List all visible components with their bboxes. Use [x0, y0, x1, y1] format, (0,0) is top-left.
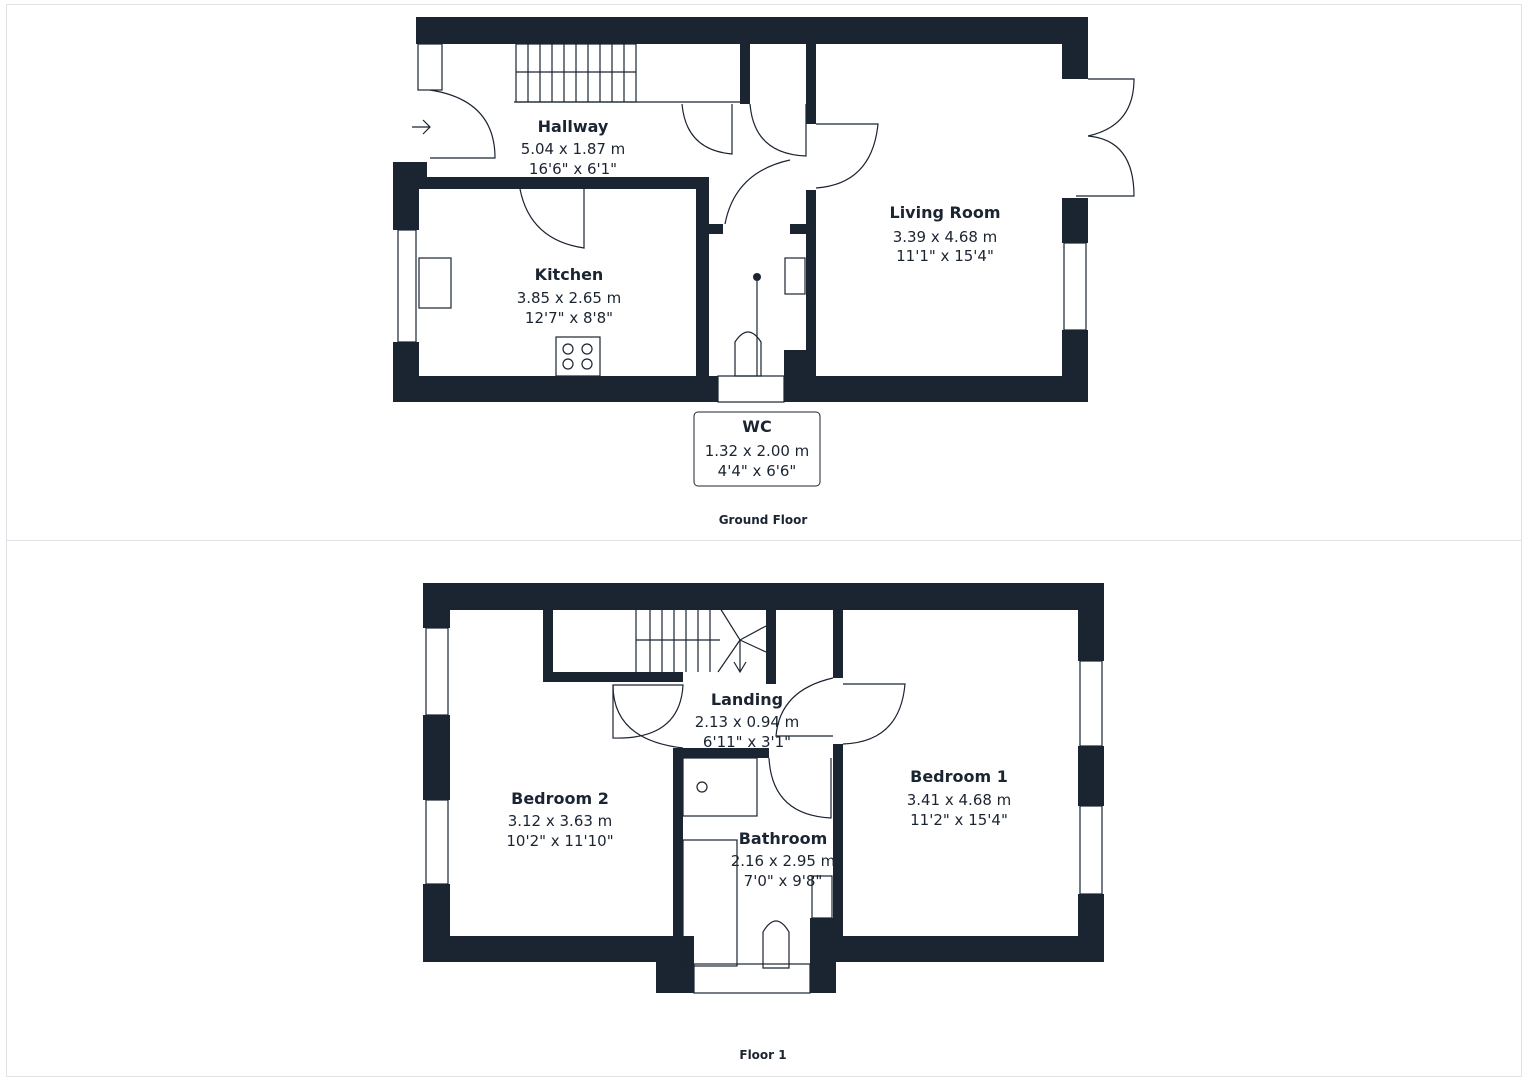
- wall: [543, 672, 683, 682]
- wall: [543, 608, 553, 680]
- living-room-door: [815, 123, 879, 189]
- toilet-icon: [762, 920, 790, 969]
- ground-floor-plan: [393, 17, 1135, 487]
- wall: [416, 17, 430, 42]
- wall: [766, 608, 776, 684]
- wall: [740, 44, 750, 104]
- wc-label-box: [693, 411, 821, 487]
- hallway-imperial: 16'6" x 6'1": [529, 160, 617, 178]
- staircase: [635, 607, 767, 674]
- bathroom-metric: 2.16 x 2.95 m: [731, 852, 836, 870]
- living-room-metric: 3.39 x 4.68 m: [893, 228, 998, 246]
- toilet-icon: [734, 331, 762, 377]
- patio-door: [1087, 78, 1135, 137]
- window: [425, 627, 449, 716]
- kitchen-metric: 3.85 x 2.65 m: [517, 289, 622, 307]
- wall: [1062, 17, 1088, 79]
- door: [775, 677, 834, 737]
- kitchen-imperial: 12'7" x 8'8": [525, 309, 613, 327]
- bathroom-name: Bathroom: [739, 829, 828, 848]
- kitchen-name: Kitchen: [535, 265, 604, 284]
- wc-door: [724, 159, 791, 225]
- wall: [696, 177, 709, 376]
- first-floor-plan: [423, 583, 1104, 994]
- wall: [673, 748, 769, 758]
- wall: [833, 744, 843, 936]
- bedroom-1-imperial: 11'2" x 15'4": [910, 811, 1008, 829]
- wall: [393, 342, 419, 402]
- kitchen-door: [519, 188, 585, 249]
- window: [717, 375, 785, 403]
- wall: [673, 748, 683, 936]
- basin-icon: [784, 257, 806, 295]
- wall: [836, 936, 1104, 962]
- bedroom-1-door: [842, 683, 906, 745]
- window: [1079, 805, 1103, 895]
- bedroom-2-name: Bedroom 2: [511, 789, 609, 808]
- window: [693, 963, 811, 994]
- sink-icon: [418, 257, 452, 309]
- hallway-name: Hallway: [538, 117, 609, 136]
- hob-icon: [555, 336, 601, 377]
- wall: [1062, 198, 1088, 243]
- wall: [810, 918, 836, 993]
- basin-icon: [811, 875, 833, 919]
- bathroom-door: [768, 757, 832, 819]
- living-room-name: Living Room: [890, 203, 1001, 222]
- hallway-metric: 5.04 x 1.87 m: [521, 140, 626, 158]
- wall: [423, 583, 1104, 610]
- wall: [1078, 583, 1104, 661]
- wall: [709, 224, 723, 234]
- wall: [806, 44, 816, 124]
- bathroom-imperial: 7'0" x 9'8": [744, 872, 823, 890]
- door: [612, 684, 684, 749]
- patio-door: [1076, 135, 1135, 197]
- staircase: [514, 43, 740, 103]
- door: [681, 103, 733, 155]
- wall: [656, 936, 694, 993]
- wall: [416, 17, 1088, 44]
- ground-floor-label: Ground Floor: [719, 513, 808, 527]
- wall: [833, 608, 843, 678]
- bedroom-1-metric: 3.41 x 4.68 m: [907, 791, 1012, 809]
- landing-imperial: 6'11" x 3'1": [703, 733, 791, 751]
- door: [749, 103, 807, 157]
- bedroom-1-name: Bedroom 1: [910, 767, 1008, 786]
- landing-name: Landing: [711, 690, 783, 709]
- entrance-door: [429, 89, 496, 159]
- first-floor-label: Floor 1: [739, 1048, 786, 1062]
- wc-name: WC: [742, 417, 771, 436]
- living-room-imperial: 11'1" x 15'4": [896, 247, 994, 265]
- bedroom-2-door: [612, 684, 684, 739]
- wc-metric: 1.32 x 2.00 m: [705, 442, 810, 460]
- shower-icon: [682, 757, 758, 817]
- entrance-arrow-icon: [412, 119, 431, 135]
- wc-imperial: 4'4" x 6'6": [718, 462, 797, 480]
- window: [397, 229, 417, 343]
- first-floor-panel: [6, 540, 1522, 1077]
- bedroom-2-imperial: 10'2" x 11'10": [506, 832, 613, 850]
- window: [417, 43, 443, 91]
- wall: [419, 177, 709, 189]
- bedroom-2-metric: 3.12 x 3.63 m: [508, 812, 613, 830]
- wall: [423, 583, 450, 628]
- wall: [784, 350, 816, 400]
- window: [425, 799, 449, 885]
- wall: [423, 936, 673, 962]
- window: [1063, 242, 1087, 331]
- wall: [1078, 746, 1104, 806]
- bath-icon: [682, 839, 738, 967]
- light-icon: [753, 273, 761, 281]
- wall: [806, 190, 816, 376]
- window: [1079, 660, 1103, 747]
- landing-metric: 2.13 x 0.94 m: [695, 713, 800, 731]
- wall: [423, 715, 450, 800]
- wall: [790, 224, 806, 234]
